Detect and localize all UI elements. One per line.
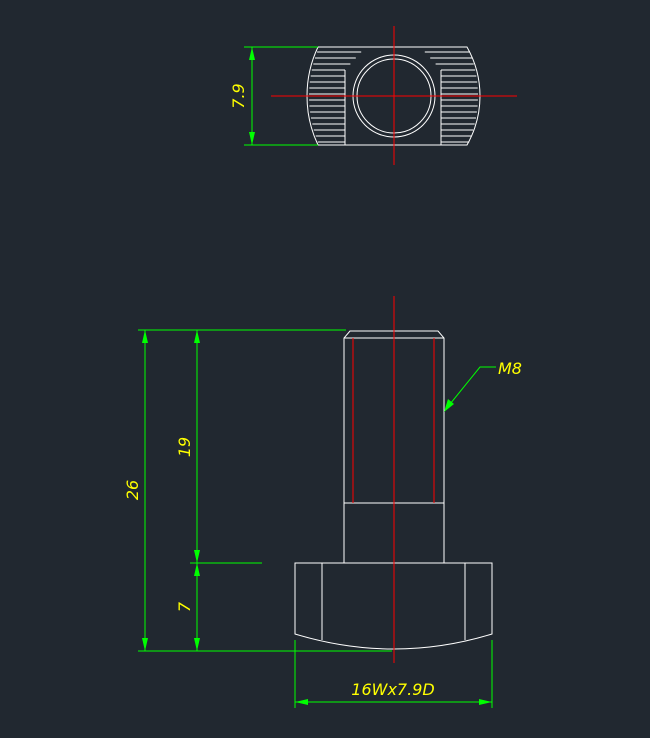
top-dim-arrow-top [249, 47, 255, 60]
top-view-knurl-right [424, 51, 478, 143]
dim-thread-arrow-bottom [194, 550, 200, 563]
top-view-knurl-left [309, 51, 362, 143]
width-dim-text: 16Wx7.9D [351, 680, 434, 699]
front-view-width-dimension [294, 640, 493, 708]
top-dim-height-text: 7.9 [229, 83, 248, 108]
front-view-left-dimensions [138, 329, 392, 652]
thread-leader-line [445, 366, 496, 410]
dim-total-text: 26 [123, 480, 142, 500]
dim-head-arrow-bottom [194, 638, 200, 651]
dim-head-arrow-top [194, 563, 200, 576]
front-view-centerlines [352, 296, 435, 663]
bolt-head-outline [294, 562, 493, 650]
dim-thread-text: 19 [175, 437, 194, 457]
width-dim-arrow-right [479, 699, 492, 705]
dim-total-arrow-top [142, 330, 148, 343]
dim-head-text: 7 [175, 601, 194, 612]
thread-leader [444, 366, 496, 412]
thread-label-text: M8 [498, 359, 522, 378]
top-view-centerlines [271, 26, 517, 165]
top-view-outline [306, 46, 481, 146]
top-dim-arrow-bottom [249, 132, 255, 145]
dim-total-arrow-bottom [142, 638, 148, 651]
dim-thread-arrow-top [194, 330, 200, 343]
top-view-height-dimension [244, 46, 318, 146]
width-dim-arrow-left [295, 699, 308, 705]
thread-leader-arrow [444, 399, 454, 412]
